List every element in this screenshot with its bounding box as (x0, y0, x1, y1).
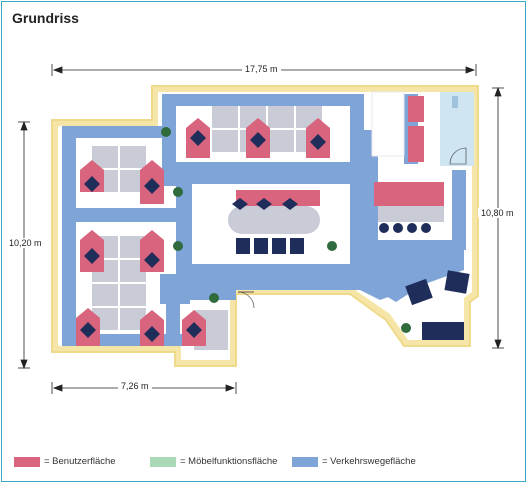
chairs (80, 130, 470, 342)
diagram-title: Grundriss (12, 10, 79, 26)
legend-swatch-traffic (292, 456, 318, 467)
sanitary-room (371, 91, 474, 166)
legend-label-user: = Benutzerfläche (44, 456, 116, 467)
dimension-right-height-label: 10,80 m (478, 208, 517, 218)
dimension-left-height-label: 10,20 m (6, 238, 45, 248)
dimension-width-label: 17,75 m (242, 64, 281, 74)
legend-swatch-furniture (150, 456, 176, 467)
legend-item-user-area: = Benutzerfläche (14, 456, 116, 467)
legend-label-furniture: = Möbelfunktionsfläche (180, 456, 278, 467)
entrance-door (237, 291, 255, 309)
legend-swatch-user (14, 456, 40, 467)
legend-item-furniture-area: = Möbelfunktionsfläche (150, 456, 277, 467)
legend-label-traffic: = Verkehrswegefläche (322, 456, 416, 467)
plants (161, 127, 411, 333)
legend-item-traffic-area: = Verkehrswegefläche (292, 456, 416, 467)
dimension-bottom-width-label: 7,26 m (118, 381, 152, 391)
